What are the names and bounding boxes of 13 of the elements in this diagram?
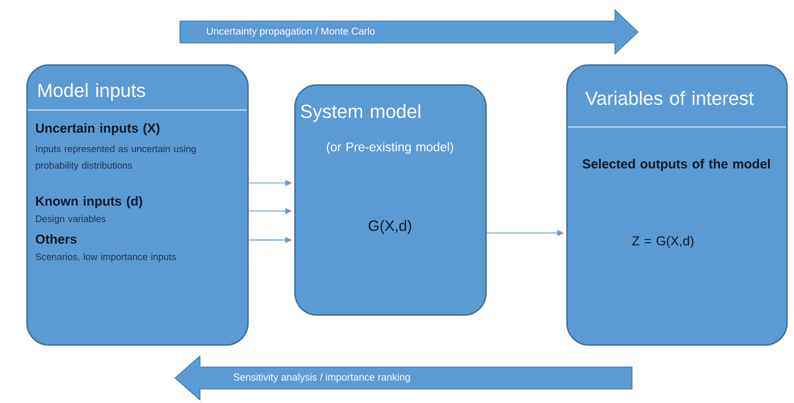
item-heading: Uncertain inputs (X)	[36, 123, 160, 136]
item-heading: Known inputs (d)	[36, 196, 142, 208]
box-subtitle: (or Pre-existing model)	[326, 142, 454, 154]
item-description: Inputs represented as uncertain using probability distributions	[36, 145, 196, 171]
item-description: Design variables	[36, 215, 106, 224]
item-heading: Others	[36, 234, 77, 244]
output-description: Selected outputs of the model	[582, 158, 770, 172]
box-title: System model	[300, 104, 420, 122]
item-description: Scenarios, low importance inputs	[36, 253, 176, 262]
box-title: Model inputs	[38, 83, 146, 101]
formula-text: G(X,d)	[368, 220, 412, 234]
formula-text: Z = G(X,d)	[632, 236, 694, 248]
box-title: Variables of interest	[585, 91, 754, 105]
